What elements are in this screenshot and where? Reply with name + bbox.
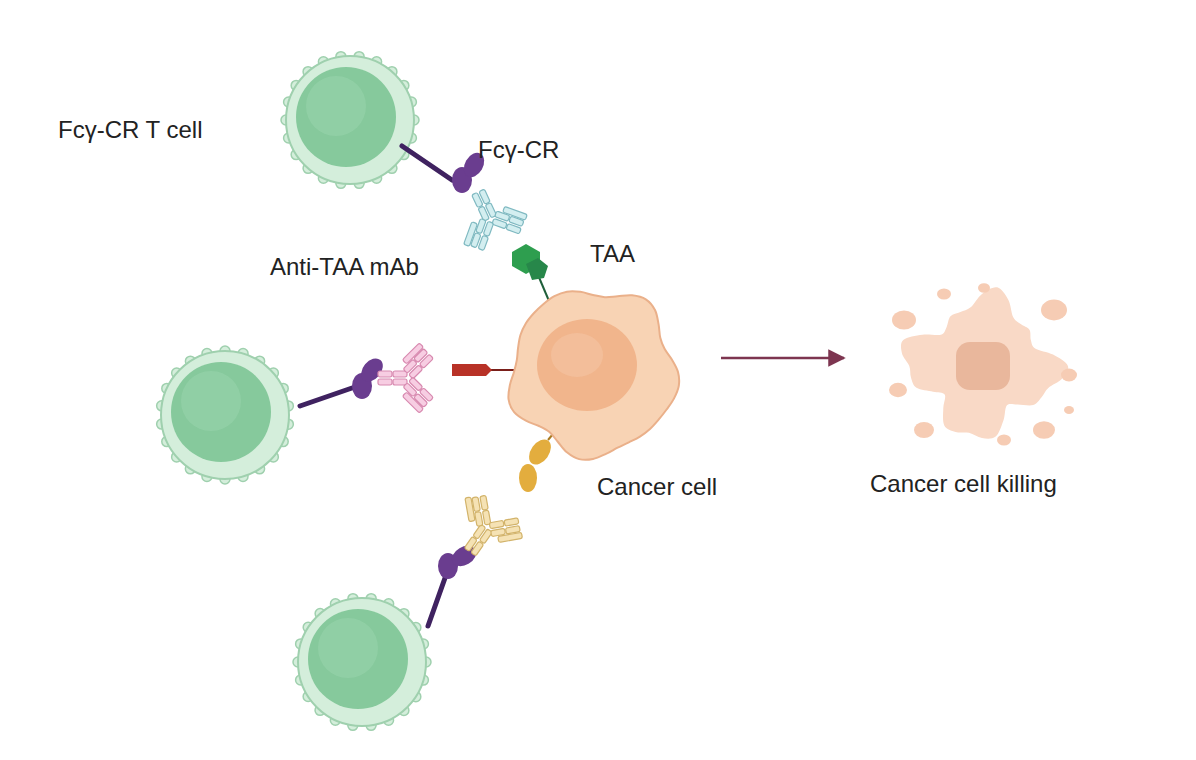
label: Fcγ-CR T cell [58,116,202,145]
t-cell [281,52,419,189]
killed-cancer-cell: Cancer cell killing [884,280,1080,448]
t-cell [293,594,431,731]
cell-shape [505,283,681,461]
label: Anti-TAA mAb [270,253,419,282]
cell-shape [884,280,1080,448]
cell-label: Cancer cell killing [870,470,1057,499]
cell-label: Cancer cell [597,473,717,502]
label: Fcγ-CR [478,136,559,165]
process-arrow [721,357,844,360]
t-cell [157,346,294,484]
label: TAA [590,240,635,269]
cancer-cell: Cancer cell [505,283,681,461]
